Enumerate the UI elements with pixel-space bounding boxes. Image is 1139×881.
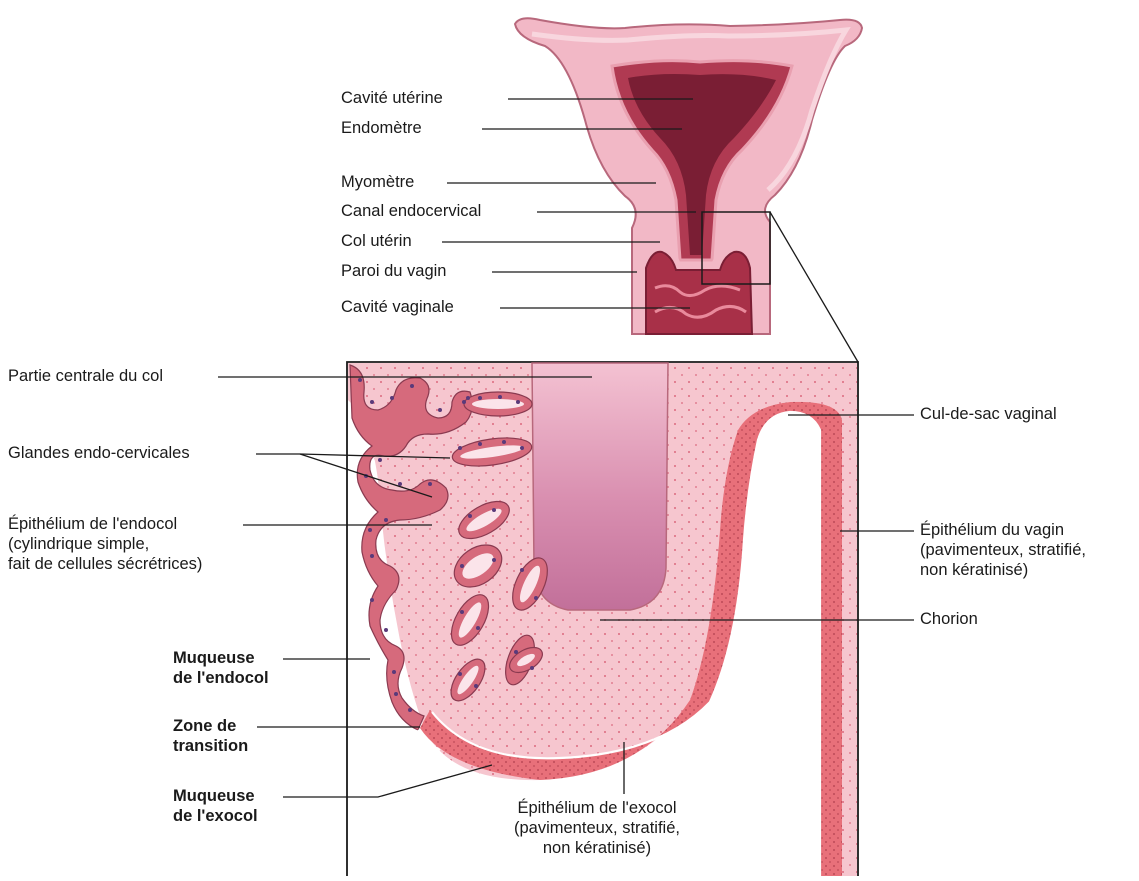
- label-muqueuse-exocol-line2: de l'exocol: [173, 806, 258, 826]
- label-zone-transition: Zone de transition: [173, 716, 248, 756]
- label-epith-exocol: Épithélium de l'exocol (pavimenteux, str…: [514, 798, 680, 858]
- central-part-of-cervix: [532, 363, 668, 610]
- label-endometre: Endomètre: [341, 118, 422, 138]
- label-epith-vagin-line1: Épithélium du vagin: [920, 520, 1086, 540]
- label-zone-transition-line2: transition: [173, 736, 248, 756]
- leader-muqueuse-exocol: [283, 765, 492, 797]
- label-epith-vagin-line2: (pavimenteux, stratifié,: [920, 540, 1086, 560]
- label-col-uterin: Col utérin: [341, 231, 412, 251]
- label-epith-endocol-line1: Épithélium de l'endocol: [8, 514, 202, 534]
- zoom-connector-line: [770, 212, 858, 362]
- label-glandes: Glandes endo-cervicales: [8, 443, 190, 463]
- label-zone-transition-line1: Zone de: [173, 716, 248, 736]
- label-cavite-uterine: Cavité utérine: [341, 88, 443, 108]
- label-epith-vagin-line3: non kératinisé): [920, 560, 1086, 580]
- label-partie-centrale: Partie centrale du col: [8, 366, 163, 386]
- label-chorion: Chorion: [920, 609, 978, 629]
- label-epith-endocol: Épithélium de l'endocol (cylindrique sim…: [8, 514, 202, 574]
- vaginal-lumen: [758, 412, 820, 876]
- label-muqueuse-exocol-line1: Muqueuse: [173, 786, 258, 806]
- label-epith-exocol-line3: non kératinisé): [514, 838, 680, 858]
- label-epith-endocol-line2: (cylindrique simple,: [8, 534, 202, 554]
- label-muqueuse-exocol: Muqueuse de l'exocol: [173, 786, 258, 826]
- label-muqueuse-endocol: Muqueuse de l'endocol: [173, 648, 269, 688]
- label-epith-exocol-line2: (pavimenteux, stratifié,: [514, 818, 680, 838]
- uterus-illustration: [515, 18, 862, 334]
- label-cavite-vaginale: Cavité vaginale: [341, 297, 454, 317]
- label-epith-endocol-line3: fait de cellules sécrétrices): [8, 554, 202, 574]
- label-epith-exocol-line1: Épithélium de l'exocol: [514, 798, 680, 818]
- label-paroi-vagin: Paroi du vagin: [341, 261, 447, 281]
- label-epith-vagin: Épithélium du vagin (pavimenteux, strati…: [920, 520, 1086, 580]
- label-myometre: Myomètre: [341, 172, 414, 192]
- label-cul-de-sac: Cul-de-sac vaginal: [920, 404, 1057, 424]
- label-muqueuse-endocol-line2: de l'endocol: [173, 668, 269, 688]
- label-canal-endocervical: Canal endocervical: [341, 201, 481, 221]
- label-muqueuse-endocol-line1: Muqueuse: [173, 648, 269, 668]
